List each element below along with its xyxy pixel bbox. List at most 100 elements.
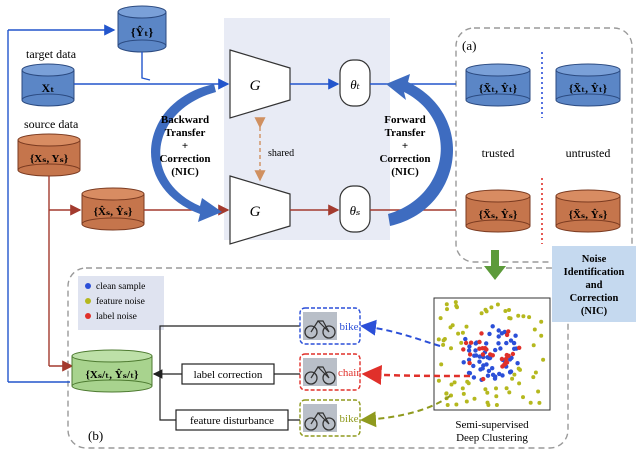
feature-disturbance-text: feature disturbance (190, 415, 274, 427)
cluster-point (506, 329, 511, 334)
cluster-point (516, 313, 521, 318)
cluster-point (521, 395, 525, 400)
panel-a-label: (a) (462, 38, 476, 53)
svg-text:and: and (586, 280, 603, 291)
cluster-point (480, 346, 485, 351)
legend-item: feature noise (85, 296, 145, 307)
sample-card: bike (299, 399, 361, 437)
cylinder-untrusted-source: {X̃ₛ, Ŷₛ} (555, 189, 621, 233)
legend-item: label noise (85, 312, 137, 322)
cluster-point (486, 403, 491, 407)
cluster-point (504, 340, 509, 346)
nic-label: Noise Identification and Correction (NIC… (564, 254, 625, 317)
svg-text:(NIC): (NIC) (171, 166, 199, 178)
cluster-point (507, 316, 512, 320)
cluster-point (461, 360, 466, 365)
cluster-point (507, 390, 512, 395)
classifier-theta-s (339, 185, 371, 233)
cluster-point (497, 371, 502, 377)
cluster-point (507, 357, 513, 362)
cluster-point (533, 370, 538, 375)
cluster-point (468, 340, 474, 345)
cluster-point (444, 302, 449, 307)
bike-photo-icon (303, 404, 337, 432)
bike-photo-icon (303, 358, 337, 386)
generator-top-label: G (250, 78, 261, 94)
svg-text:Forward: Forward (384, 114, 426, 126)
cluster-point (449, 346, 453, 351)
cluster-point (493, 347, 498, 353)
backward-transfer-label: Backward Transfer + Correction (NIC) (159, 114, 210, 178)
cylinder-target-data: Xₜ (21, 63, 75, 107)
cluster-point (541, 357, 546, 362)
cluster-point (494, 386, 498, 391)
cluster-point (480, 366, 485, 371)
nic-box (552, 246, 636, 322)
cluster-point (516, 366, 521, 371)
cluster-point (441, 338, 446, 343)
cluster-point (460, 330, 465, 335)
cluster-point (512, 372, 517, 377)
generator-bottom-label: G (250, 204, 261, 220)
generator-top (229, 49, 291, 119)
cluster-point (486, 368, 492, 374)
cluster-point (465, 379, 470, 384)
svg-text:{Xₛ/ₜ, Ŷₛ/ₜ}: {Xₛ/ₜ, Ŷₛ/ₜ} (85, 369, 138, 381)
theta-t-label: θₜ (350, 77, 360, 92)
cluster-point (484, 347, 489, 352)
target-data-label: target data (26, 47, 77, 61)
cylinder-trusted-source: {X̃ₛ, Ŷₛ} (465, 189, 531, 233)
legend-label: feature noise (96, 296, 145, 307)
cluster-point (504, 386, 509, 391)
cluster-point (485, 355, 490, 360)
cluster-point (484, 362, 489, 367)
cluster-point (531, 375, 536, 380)
cluster-point (499, 356, 505, 362)
bike-photo-icon (303, 312, 337, 340)
cluster-point (471, 375, 477, 380)
cluster-point (450, 323, 455, 328)
cluster-point (467, 360, 472, 366)
theta-s-label: θₛ (350, 203, 361, 218)
cluster-point (453, 300, 458, 305)
cluster-point (527, 315, 532, 320)
x-t-text: Xₜ (41, 81, 54, 95)
cluster-point (463, 340, 469, 346)
cluster-point (466, 357, 472, 362)
arrow-clean-to-bike (360, 319, 441, 347)
cluster-point (485, 373, 491, 378)
svg-text:(NIC): (NIC) (581, 306, 608, 317)
cluster-point (510, 376, 515, 381)
cylinder-untrusted-target: {X̃ₜ, Ŷₜ} (555, 63, 621, 107)
panel-b-label: (b) (88, 428, 103, 443)
shared-label: shared (268, 148, 294, 159)
cluster-point (449, 382, 454, 387)
cluster-point (528, 400, 533, 405)
sample-label: bike (340, 413, 359, 425)
cluster-point (452, 380, 457, 385)
cluster-point (489, 305, 494, 310)
svg-text:Correction: Correction (159, 153, 210, 165)
cluster-point (532, 327, 537, 332)
svg-text:Backward: Backward (161, 114, 209, 126)
legend-item: clean sample (85, 282, 145, 292)
cluster-point (513, 333, 518, 338)
cluster-point (496, 334, 501, 339)
sample-card: chair (299, 353, 361, 391)
cluster-point (504, 356, 509, 361)
cluster-point (477, 359, 482, 364)
cylinder-source-data: {Xₛ, Yₛ} (17, 133, 81, 177)
cluster-point (537, 400, 542, 405)
legend-label: clean sample (96, 282, 145, 292)
x-s-y-s-text: {Xₛ, Yₛ} (30, 153, 68, 165)
clustering-label-2: Deep Clustering (456, 432, 528, 444)
svg-text:Correction: Correction (570, 293, 619, 304)
cluster-point (490, 366, 495, 371)
cluster-point (502, 361, 508, 367)
cluster-point (504, 332, 510, 338)
cluster-point (500, 373, 505, 378)
cluster-point (467, 344, 472, 349)
cluster-point (438, 316, 443, 321)
y-hat-t-text: {Ŷₜ} (131, 25, 154, 39)
